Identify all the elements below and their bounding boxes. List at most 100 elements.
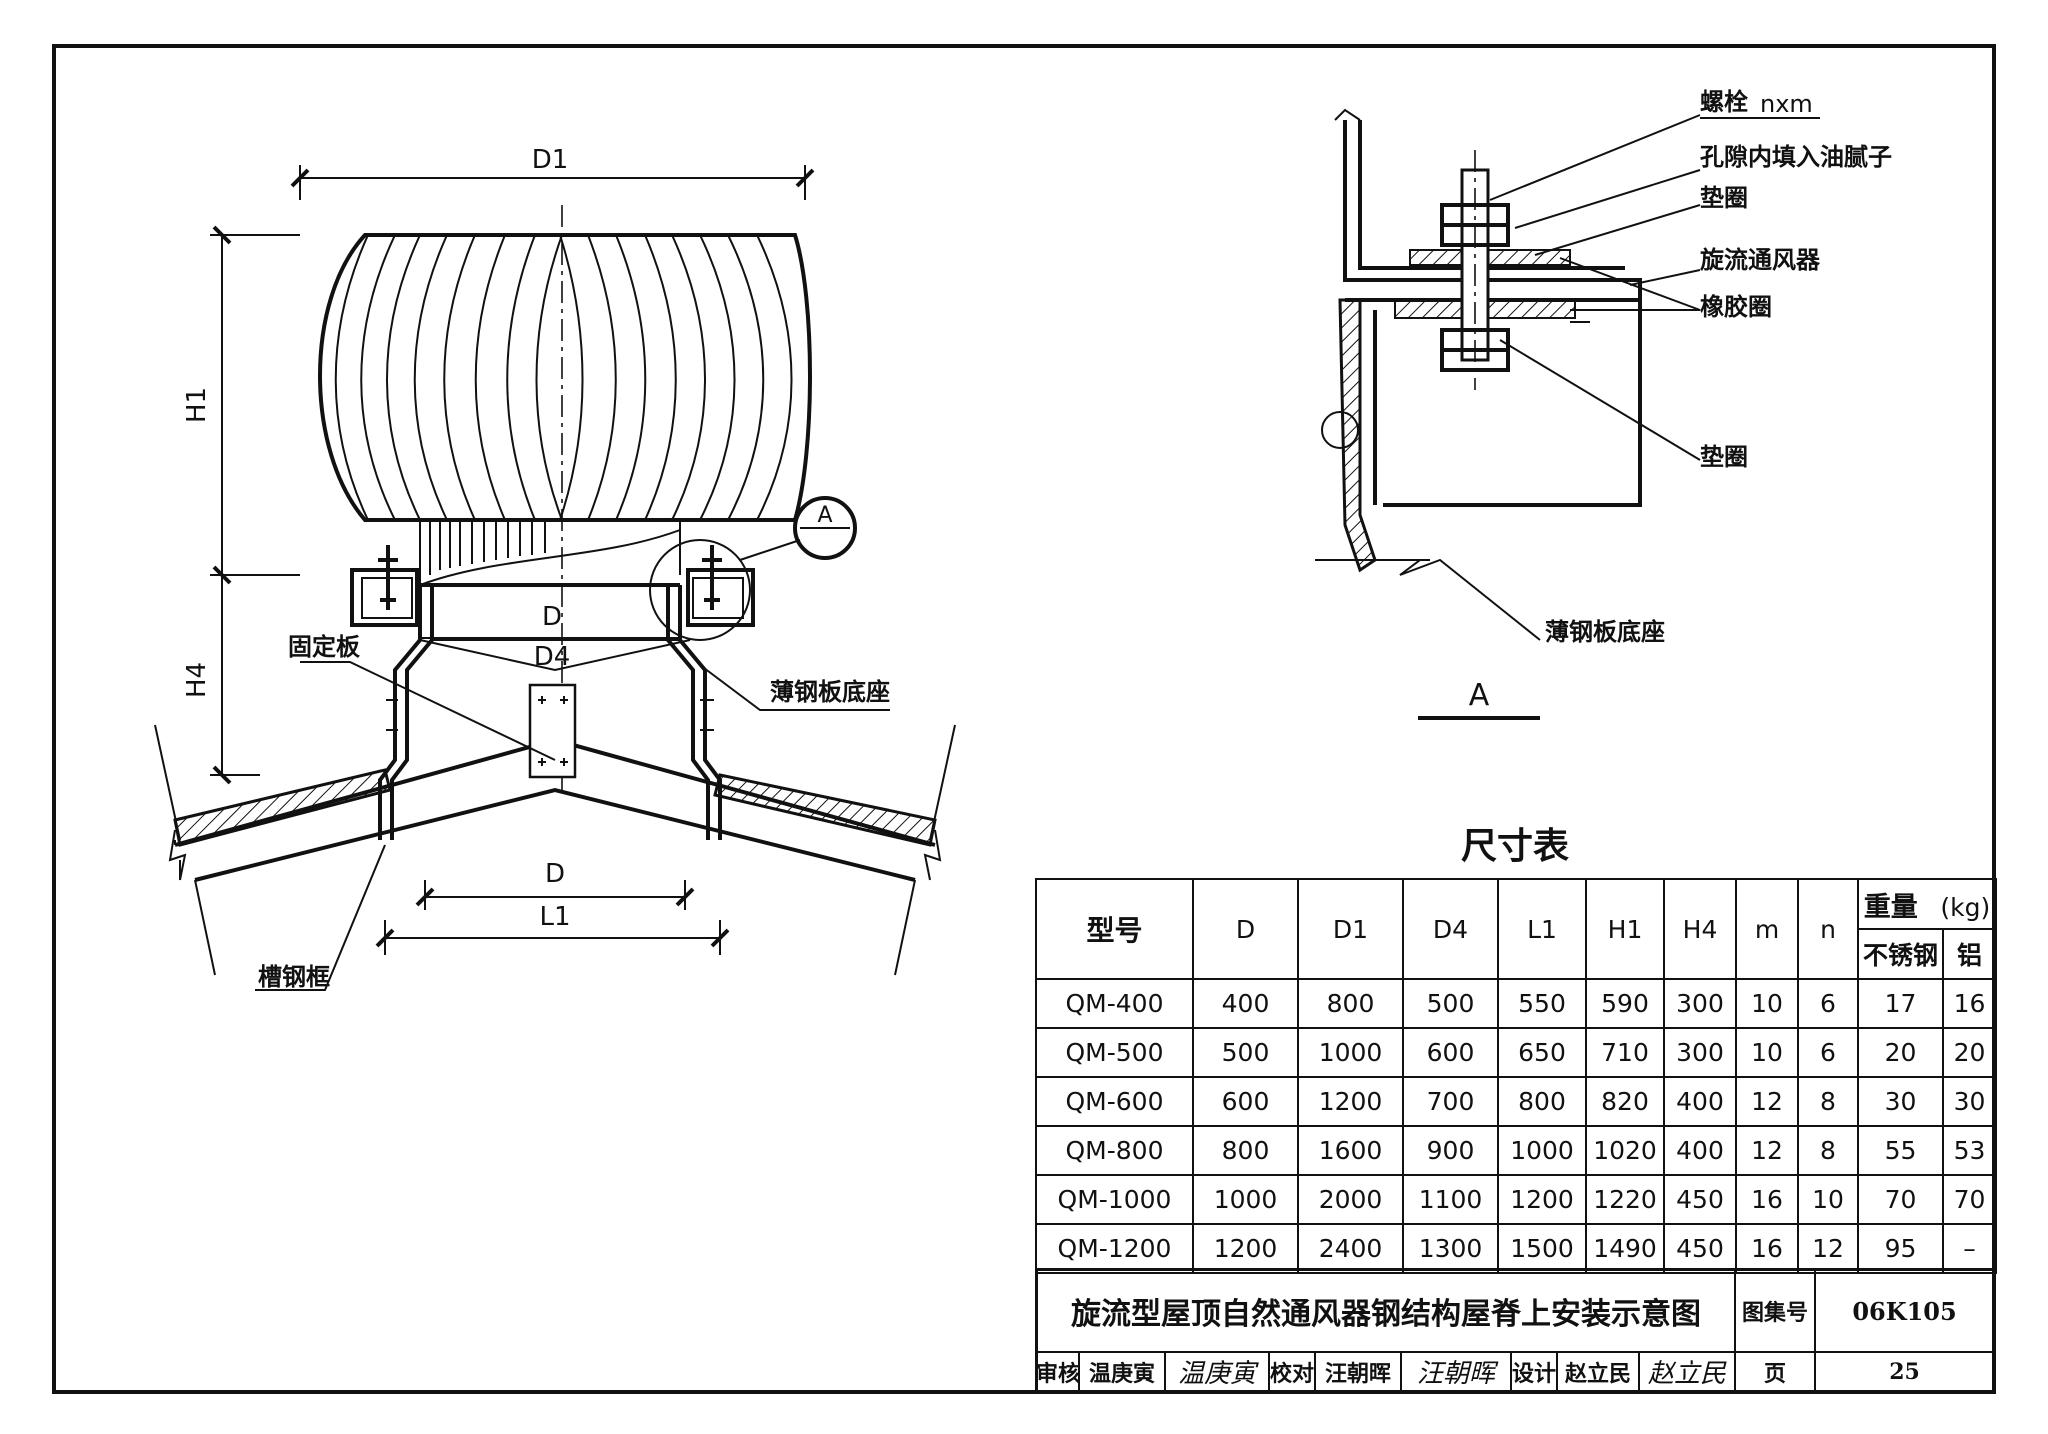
detail-callout-A	[649, 496, 857, 641]
detail-label-bolt-spec: nxm	[1760, 90, 1813, 118]
review-label: 审核	[1036, 1353, 1080, 1392]
cell-weight-stainless: 95	[1857, 1223, 1944, 1274]
cell-H4: 450	[1663, 1174, 1737, 1225]
header-D: D	[1192, 878, 1299, 980]
dim-L1-label: L1	[539, 902, 570, 932]
cell-m: 16	[1735, 1223, 1799, 1274]
main-view: D1 H1 H4 D D4 D L1 固定板 薄钢板底座 槽钢框 A	[154, 145, 956, 991]
check-label: 校对	[1270, 1353, 1316, 1392]
designer-signature: 赵立民	[1640, 1353, 1736, 1392]
detail-label-ventilator: 旋流通风器	[1699, 246, 1821, 274]
leader-lines	[255, 639, 890, 991]
header-weight-unit: (kg)	[1940, 892, 1991, 922]
cell-D: 1000	[1192, 1174, 1299, 1225]
cell-n: 8	[1797, 1076, 1859, 1127]
page-number: 25	[1816, 1353, 1995, 1392]
cell-D: 600	[1192, 1076, 1299, 1127]
dim-H1-label: H1	[182, 387, 212, 423]
cell-L1: 550	[1497, 978, 1587, 1029]
cell-D4: 1300	[1402, 1223, 1499, 1274]
detail-label-bolt: 螺栓	[1700, 88, 1748, 116]
cell-weight-aluminum: –	[1942, 1223, 1997, 1274]
detail-label-washer-top: 垫圈	[1700, 184, 1748, 212]
header-model: 型号	[1035, 878, 1194, 980]
cell-n: 8	[1797, 1125, 1859, 1176]
cell-weight-stainless: 55	[1857, 1125, 1944, 1176]
drawing-frame	[52, 44, 1996, 1394]
label-fixing-plate: 固定板	[288, 633, 361, 661]
turbine-dome	[318, 205, 812, 790]
dim-D-upper-label: D	[542, 602, 562, 632]
cell-L1: 1500	[1497, 1223, 1587, 1274]
header-D1: D1	[1297, 878, 1404, 980]
table-title: 尺寸表	[1461, 826, 1569, 867]
cell-weight-stainless: 30	[1857, 1076, 1944, 1127]
cell-weight-aluminum: 20	[1942, 1027, 1997, 1078]
cell-weight-stainless: 70	[1857, 1174, 1944, 1225]
dim-D1-label: D1	[532, 145, 569, 175]
reviewer-signature: 温庚寅	[1166, 1353, 1270, 1392]
label-channel-frame: 槽钢框	[258, 963, 330, 991]
cell-D1: 800	[1297, 978, 1404, 1029]
cell-model: QM-600	[1035, 1076, 1194, 1127]
cell-D4: 1100	[1402, 1174, 1499, 1225]
cell-D4: 900	[1402, 1125, 1499, 1176]
cell-m: 10	[1735, 1027, 1799, 1078]
cell-n: 6	[1797, 1027, 1859, 1078]
checker-signature: 汪朝晖	[1402, 1353, 1512, 1392]
cell-model: QM-400	[1035, 978, 1194, 1029]
header-aluminum: 铝	[1942, 928, 1997, 980]
cell-m: 12	[1735, 1076, 1799, 1127]
cell-model: QM-500	[1035, 1027, 1194, 1078]
dim-H4-label: H4	[182, 662, 212, 698]
cell-m: 16	[1735, 1174, 1799, 1225]
header-weight-label: 重量	[1863, 891, 1918, 923]
header-D4: D4	[1402, 878, 1499, 980]
cell-H1: 1220	[1585, 1174, 1665, 1225]
base-flange	[350, 545, 755, 639]
cell-H1: 820	[1585, 1076, 1665, 1127]
cell-H1: 1490	[1585, 1223, 1665, 1274]
atlas-no: 06K105	[1816, 1271, 1995, 1353]
cell-D: 400	[1192, 978, 1299, 1029]
cell-n: 10	[1797, 1174, 1859, 1225]
callout-A-label: A	[817, 503, 832, 528]
cell-H1: 1020	[1585, 1125, 1665, 1176]
cell-weight-aluminum: 16	[1942, 978, 1997, 1029]
cell-D: 800	[1192, 1125, 1299, 1176]
header-weight: 重量 (kg)	[1857, 878, 1997, 930]
design-label: 设计	[1512, 1353, 1558, 1392]
drawing-title: 旋流型屋顶自然通风器钢结构屋脊上安装示意图	[1038, 1271, 1736, 1353]
cell-D1: 2000	[1297, 1174, 1404, 1225]
cell-L1: 1000	[1497, 1125, 1587, 1176]
cell-model: QM-1200	[1035, 1223, 1194, 1274]
cell-L1: 650	[1497, 1027, 1587, 1078]
cell-D1: 1000	[1297, 1027, 1404, 1078]
cell-weight-stainless: 17	[1857, 978, 1944, 1029]
cell-D1: 1600	[1297, 1125, 1404, 1176]
cell-H4: 300	[1663, 978, 1737, 1029]
header-H1: H1	[1585, 878, 1665, 980]
cell-n: 12	[1797, 1223, 1859, 1274]
header-L1: L1	[1497, 878, 1587, 980]
reviewer-name: 温庚寅	[1080, 1353, 1166, 1392]
cell-weight-stainless: 20	[1857, 1027, 1944, 1078]
cell-m: 12	[1735, 1125, 1799, 1176]
dim-D4-label: D4	[534, 642, 571, 672]
cell-D: 500	[1192, 1027, 1299, 1078]
detail-view-A: 螺栓 nxm 孔隙内填入油腻子 垫圈 旋流通风器 橡胶圈 垫圈 薄钢板底座 A …	[1315, 88, 1892, 867]
header-m: m	[1735, 878, 1799, 980]
cell-D4: 600	[1402, 1027, 1499, 1078]
cell-model: QM-1000	[1035, 1174, 1194, 1225]
cell-n: 6	[1797, 978, 1859, 1029]
cell-D4: 700	[1402, 1076, 1499, 1127]
cell-model: QM-800	[1035, 1125, 1194, 1176]
cell-L1: 800	[1497, 1076, 1587, 1127]
cell-L1: 1200	[1497, 1174, 1587, 1225]
